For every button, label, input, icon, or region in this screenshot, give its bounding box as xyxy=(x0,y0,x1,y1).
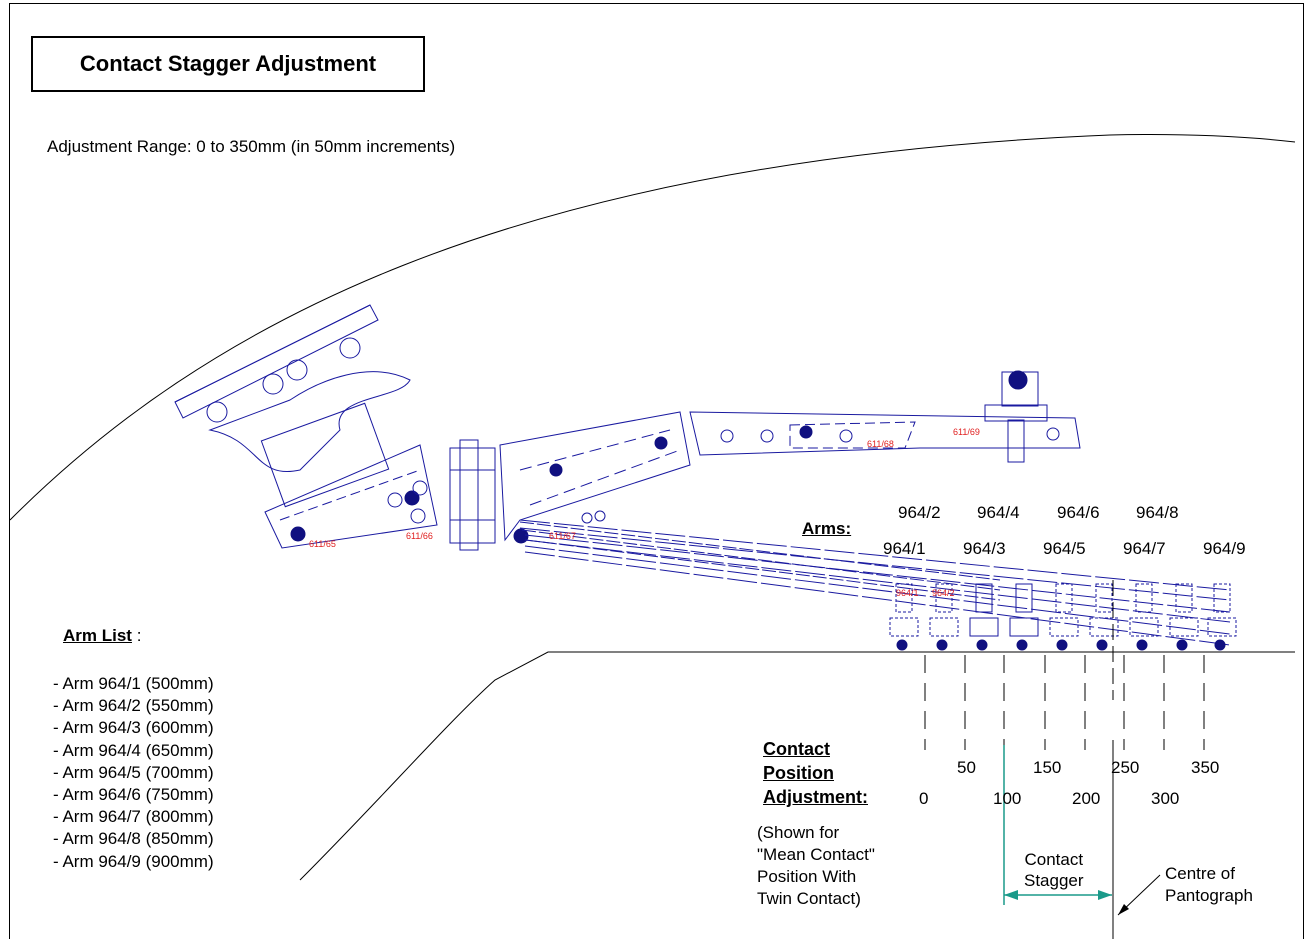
list-item: - Arm 964/6 (750mm) xyxy=(53,785,214,805)
lower-arc xyxy=(299,651,1295,881)
scale-350: 350 xyxy=(1191,758,1220,777)
stagger-line: Stagger xyxy=(1024,871,1084,890)
scale-50: 50 xyxy=(957,758,976,777)
arm-list-title: Arm List xyxy=(63,626,132,645)
note-line: "Mean Contact" xyxy=(757,845,875,864)
pantograph-line: Centre of xyxy=(1165,864,1235,883)
scale-100: 100 xyxy=(993,789,1022,808)
registration-clip xyxy=(1049,583,1079,651)
arm-list-colon: : xyxy=(131,626,142,645)
registration-clip xyxy=(1009,583,1039,651)
title-box: Contact Stagger Adjustment xyxy=(31,36,425,92)
page-title: Contact Stagger Adjustment xyxy=(79,51,377,76)
registration-clip xyxy=(969,583,999,651)
contact-stagger-label: Contact Stagger xyxy=(1024,849,1084,891)
clamp-block xyxy=(449,439,496,551)
arm-number-964-2: 964/2 xyxy=(898,503,941,522)
contact-position-adjustment-label: Contact Position Adjustment: xyxy=(763,737,868,809)
label-964-1: 964/1 xyxy=(896,588,919,598)
registration-clips xyxy=(889,583,1237,651)
registration-clip xyxy=(1169,583,1199,651)
bracket-611-65 xyxy=(264,444,438,549)
centre-of-pantograph-label: Centre of Pantograph xyxy=(1165,863,1253,907)
label-611-66: 611/66 xyxy=(406,531,433,541)
arm-number-964-3: 964/3 xyxy=(963,539,1006,558)
arm-number-964-6: 964/6 xyxy=(1057,503,1100,522)
list-item: - Arm 964/2 (550mm) xyxy=(53,696,214,716)
list-item: - Arm 964/4 (650mm) xyxy=(53,740,214,760)
arm-list-heading: Arm List : xyxy=(63,626,141,646)
registration-clip xyxy=(929,583,959,651)
cpa-line: Position xyxy=(763,763,834,783)
insulator-assembly xyxy=(174,304,411,508)
list-item: - Arm 964/5 (700mm) xyxy=(53,762,214,782)
list-item: - Arm 964/9 (900mm) xyxy=(53,851,214,871)
list-item: - Arm 964/7 (800mm) xyxy=(53,807,214,827)
scale-250: 250 xyxy=(1111,758,1140,777)
scale-200: 200 xyxy=(1072,789,1101,808)
cpa-line: Contact xyxy=(763,739,830,759)
note-line: Twin Contact) xyxy=(757,889,861,908)
registration-clip xyxy=(1089,583,1119,651)
arm-number-964-8: 964/8 xyxy=(1136,503,1179,522)
upper-arc xyxy=(9,134,1296,521)
label-611-67: 611/67 xyxy=(549,531,576,541)
adjustment-range-text: Adjustment Range: 0 to 350mm (in 50mm in… xyxy=(47,137,456,156)
stagger-line: Contact xyxy=(1024,850,1084,869)
registration-clip xyxy=(1129,583,1159,651)
label-611-65: 611/65 xyxy=(309,539,336,549)
label-611-68: 611/68 xyxy=(867,439,894,449)
bracket-611-67 xyxy=(499,411,691,544)
scale-300: 300 xyxy=(1151,789,1180,808)
scale-lines xyxy=(924,655,1205,750)
note-line: (Shown for xyxy=(757,823,840,842)
label-964-2: 964/2 xyxy=(932,588,955,598)
arm-number-964-4: 964/4 xyxy=(977,503,1020,522)
arm-611-68-69 xyxy=(689,370,1081,463)
list-item: - Arm 964/3 (600mm) xyxy=(53,718,214,738)
list-item: - Arm 964/8 (850mm) xyxy=(53,829,214,849)
arm-number-964-7: 964/7 xyxy=(1123,539,1166,558)
contact-stagger-dimension xyxy=(1003,745,1112,905)
registration-arms xyxy=(519,519,1231,646)
arms-label: Arms: xyxy=(802,519,852,538)
label-611-69: 611/69 xyxy=(953,427,980,437)
arm-number-964-5: 964/5 xyxy=(1043,539,1086,558)
cpa-line: Adjustment: xyxy=(763,787,868,807)
arm-list: - Arm 964/1 (500mm) - Arm 964/2 (550mm) … xyxy=(53,673,214,873)
shown-for-note: (Shown for "Mean Contact" Position With … xyxy=(757,822,875,910)
pantograph-line: Pantograph xyxy=(1165,886,1253,905)
arm-number-964-1: 964/1 xyxy=(883,539,926,558)
scale-0: 0 xyxy=(919,789,929,808)
arm-number-964-9: 964/9 xyxy=(1203,539,1246,558)
scale-150: 150 xyxy=(1033,758,1062,777)
registration-clip xyxy=(1207,583,1237,651)
list-item: - Arm 964/1 (500mm) xyxy=(53,674,214,693)
drawing-frame xyxy=(9,3,1304,939)
note-line: Position With xyxy=(757,867,857,886)
registration-clip xyxy=(889,583,919,651)
